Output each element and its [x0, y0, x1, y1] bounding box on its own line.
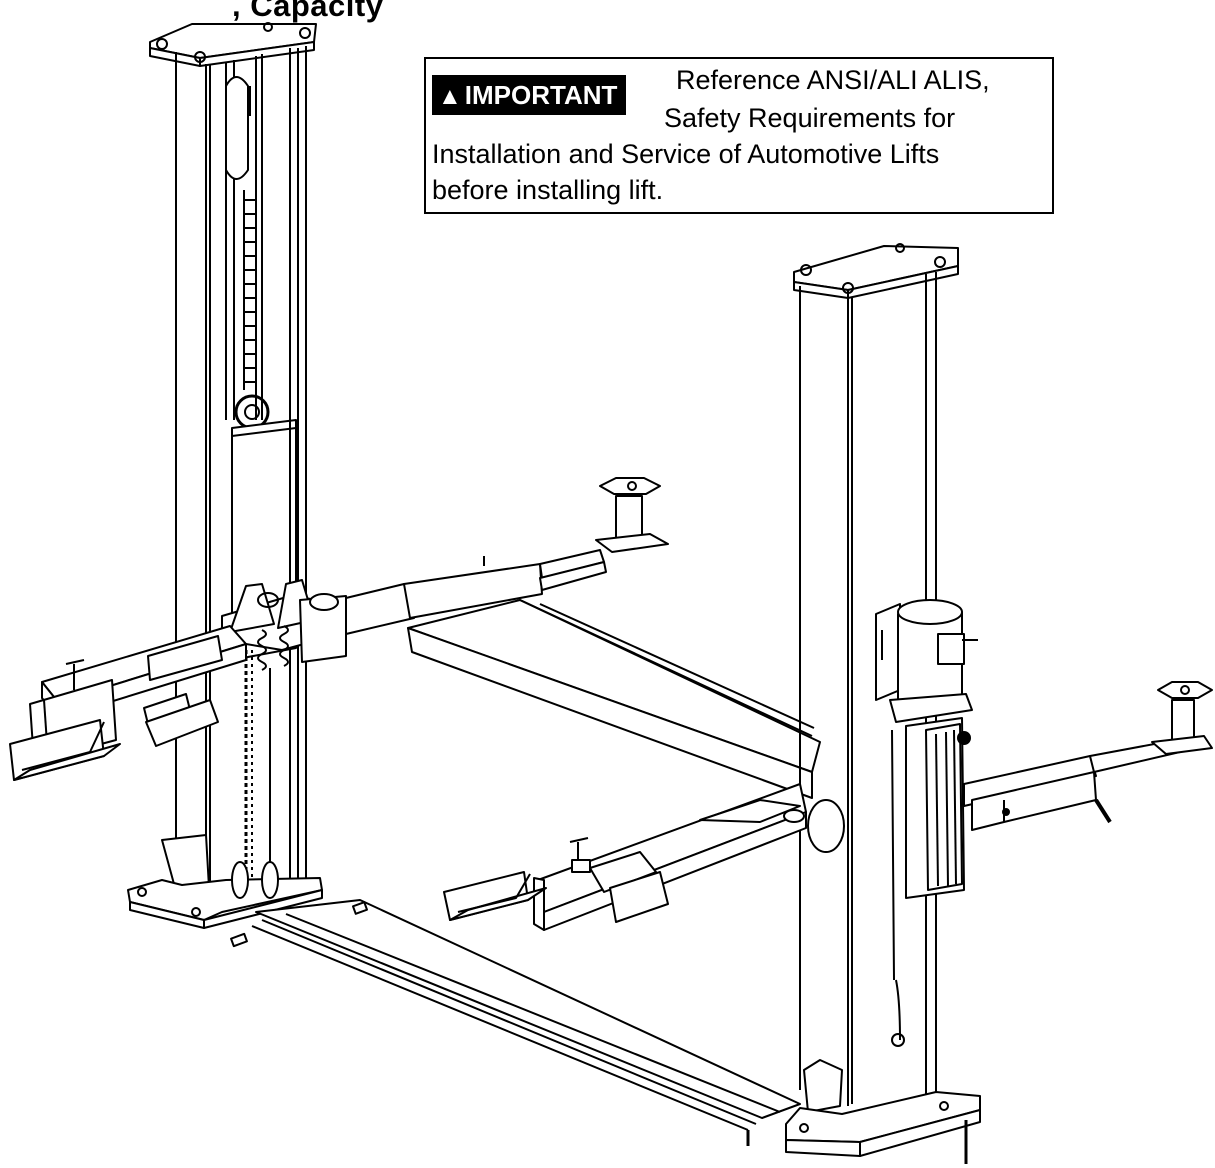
- important-badge: ▲IMPORTANT: [432, 75, 627, 115]
- notice-line-2: Safety Requirements for: [664, 103, 956, 133]
- center-ramp: [407, 599, 821, 799]
- important-notice-box: ▲IMPORTANT Reference ANSI/ALI ALIS, Safe…: [424, 57, 1054, 214]
- rear-arm: [345, 477, 669, 635]
- warning-triangle-icon: ▲: [438, 83, 462, 110]
- important-badge-label: IMPORTANT: [464, 80, 618, 110]
- left-column: [127, 22, 323, 929]
- page-title-fragment: , Capacity: [232, 0, 384, 23]
- right-carriage-arms: [443, 681, 1213, 931]
- notice-line-1: Reference ANSI/ALI ALIS,: [676, 65, 990, 95]
- notice-line-3: Installation and Service of Automotive L…: [432, 139, 940, 169]
- left-carriage-arms: [9, 579, 349, 781]
- right-column: [785, 243, 981, 1164]
- notice-line-4: before installing lift.: [432, 175, 664, 205]
- floor-plate: [230, 899, 801, 1146]
